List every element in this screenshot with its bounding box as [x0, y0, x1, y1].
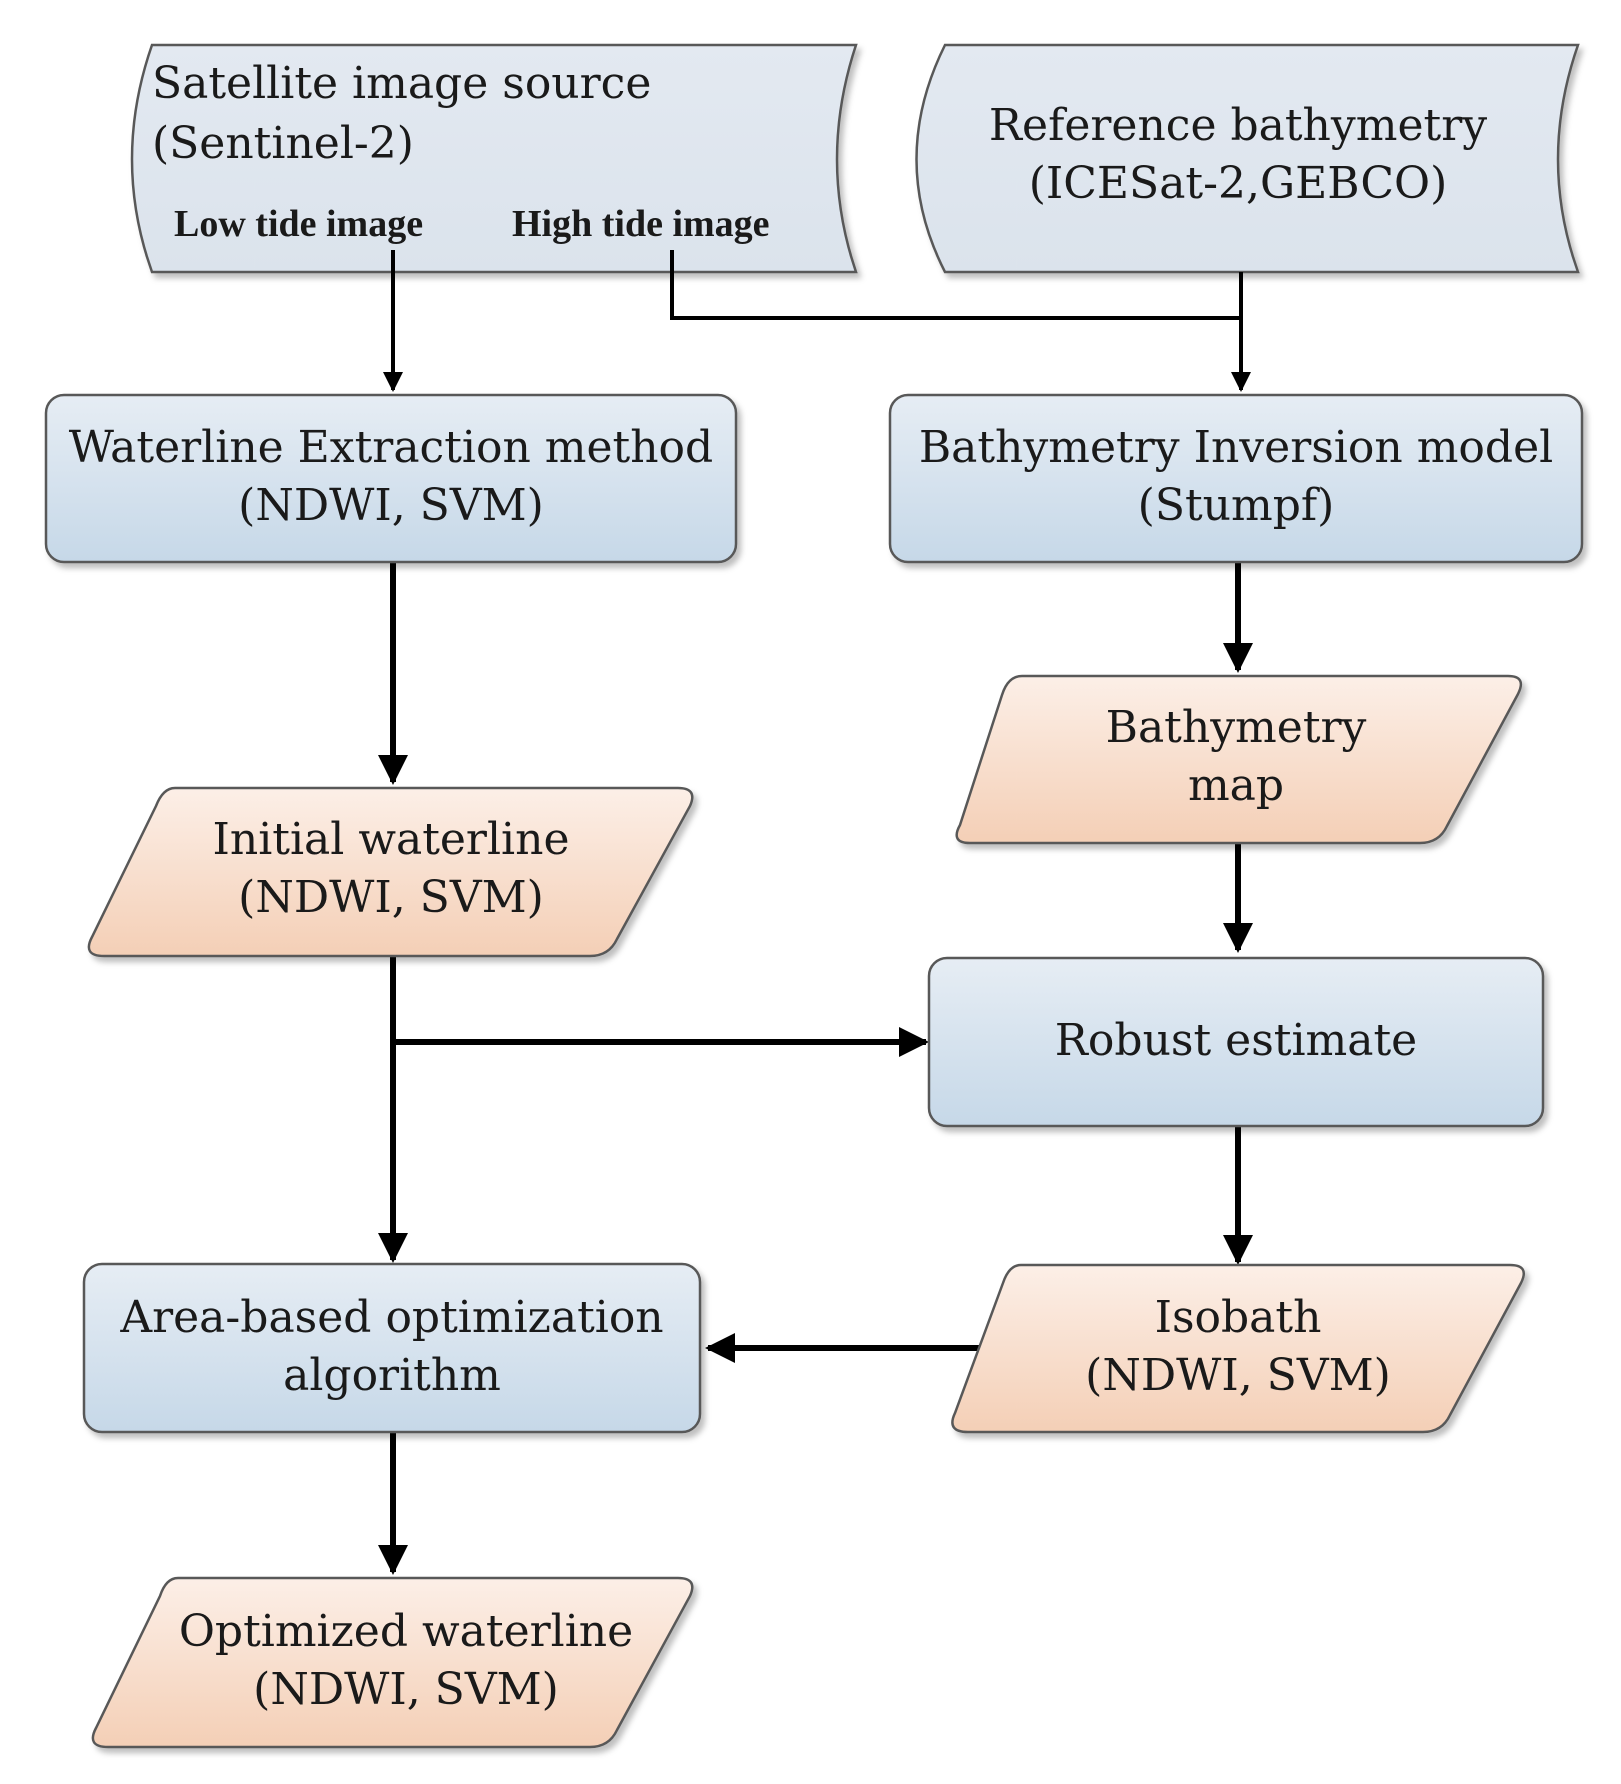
satellite-source-subtitle: (Sentinel-2) — [152, 118, 414, 169]
bathymetry-inversion-line2: (Stumpf) — [1138, 480, 1335, 531]
robust-estimate-line1: Robust estimate — [1055, 1015, 1417, 1066]
bathymetry-inversion-box — [888, 393, 1584, 564]
bathymetry-inversion-line1: Bathymetry Inversion model — [919, 422, 1553, 473]
connectors — [378, 250, 1253, 1575]
high-tide-label: High tide image — [512, 203, 770, 245]
area-optimization-line2: algorithm — [283, 1350, 501, 1401]
initial-waterline-line2: (NDWI, SVM) — [238, 872, 544, 923]
optimized-waterline-shape — [91, 1576, 694, 1749]
bathymetry-map-node: Bathymetry map — [955, 674, 1523, 845]
initial-waterline-line1: Initial waterline — [212, 814, 569, 865]
reference-bathymetry-node: Reference bathymetry (ICESat-2,GEBCO) — [915, 43, 1580, 274]
optimized-waterline-node: Optimized waterline (NDWI, SVM) — [91, 1576, 694, 1749]
bathymetry-map-shape — [955, 674, 1523, 845]
isobath-shape — [951, 1263, 1525, 1434]
optimized-waterline-line2: (NDWI, SVM) — [253, 1664, 559, 1715]
initial-waterline-shape — [87, 786, 694, 958]
robust-estimate-node: Robust estimate — [927, 956, 1545, 1128]
satellite-source-shape — [130, 43, 858, 274]
reference-bathymetry-subtitle: (ICESat-2,GEBCO) — [1029, 158, 1448, 209]
satellite-source-title: Satellite image source — [152, 58, 651, 109]
waterline-extraction-box — [44, 393, 738, 564]
isobath-line1: Isobath — [1155, 1292, 1322, 1343]
waterline-extraction-line2: (NDWI, SVM) — [238, 480, 544, 531]
area-optimization-line1: Area-based optimization — [119, 1292, 663, 1343]
line-hightide-bend — [670, 250, 1241, 320]
bathymetry-map-line1: Bathymetry — [1106, 702, 1367, 753]
low-tide-label: Low tide image — [174, 203, 423, 245]
robust-estimate-box — [927, 956, 1545, 1128]
area-optimization-node: Area-based optimization algorithm — [82, 1262, 702, 1434]
area-optimization-box — [82, 1262, 702, 1434]
satellite-source-node: Satellite image source (Sentinel-2) Low … — [130, 43, 858, 274]
waterline-extraction-line1: Waterline Extraction method — [69, 422, 713, 473]
bathymetry-inversion-node: Bathymetry Inversion model (Stumpf) — [888, 393, 1584, 564]
reference-bathymetry-title: Reference bathymetry — [989, 100, 1487, 151]
optimized-waterline-line1: Optimized waterline — [179, 1606, 633, 1657]
isobath-node: Isobath (NDWI, SVM) — [951, 1263, 1525, 1434]
initial-waterline-node: Initial waterline (NDWI, SVM) — [87, 786, 694, 958]
isobath-line2: (NDWI, SVM) — [1085, 1350, 1391, 1401]
reference-bathymetry-shape — [915, 43, 1580, 274]
waterline-extraction-node: Waterline Extraction method (NDWI, SVM) — [44, 393, 738, 564]
bathymetry-map-line2: map — [1188, 760, 1284, 811]
